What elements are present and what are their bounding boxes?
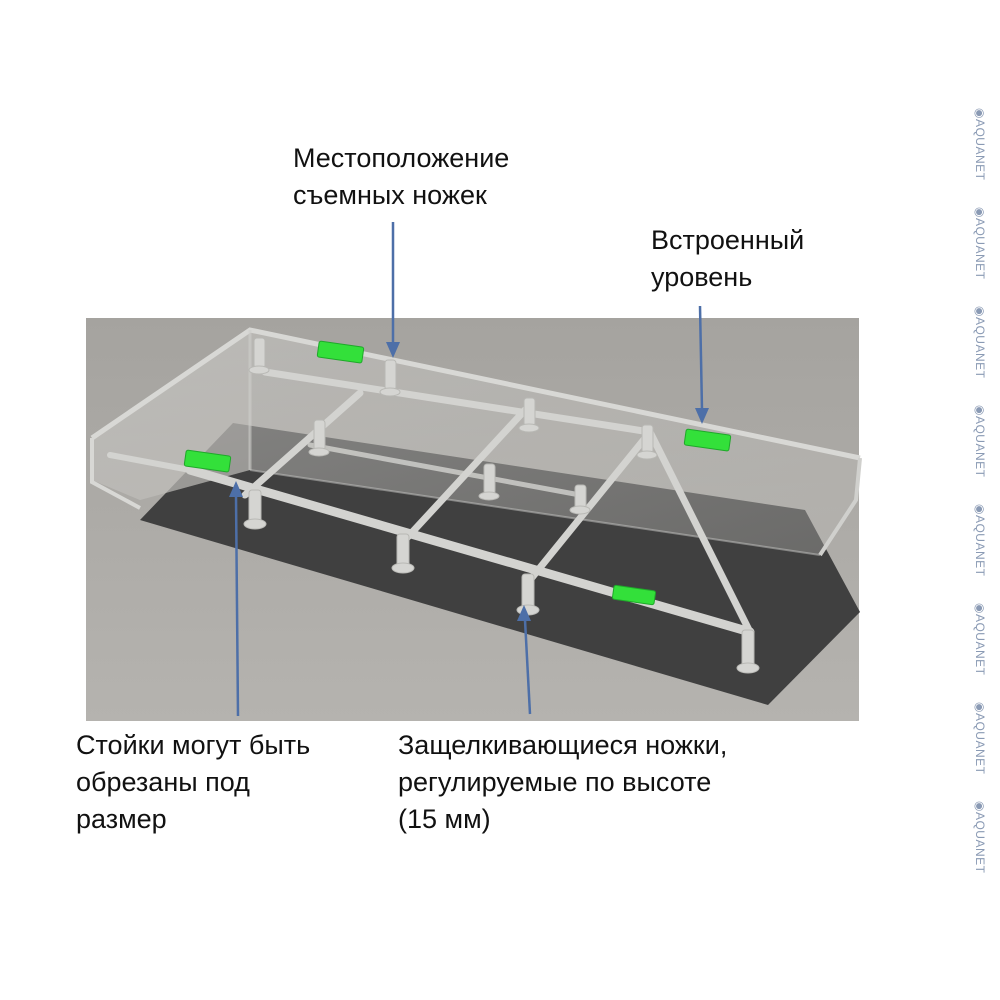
watermark-item: ◉AQUANET bbox=[973, 108, 998, 200]
arrow-snap-legs bbox=[517, 605, 532, 715]
watermark-text: ◉AQUANET bbox=[973, 207, 987, 280]
watermark-item: ◉AQUANET bbox=[973, 603, 998, 695]
level-markers bbox=[183, 340, 732, 606]
watermark-text: ◉AQUANET bbox=[973, 801, 987, 874]
caption-line: Встроенный bbox=[651, 225, 805, 255]
watermark-item: ◉AQUANET bbox=[973, 702, 998, 794]
frame-legs bbox=[243, 337, 760, 674]
arrow-posts bbox=[229, 481, 243, 717]
caption-line: Стойки могут быть bbox=[76, 730, 311, 760]
watermark-item: ◉AQUANET bbox=[973, 405, 998, 497]
caption-line: регулируемые по высоте bbox=[398, 767, 712, 797]
arrow-built-in-level bbox=[695, 305, 709, 424]
arrow-legs-location bbox=[386, 222, 400, 358]
level-marker-left bbox=[183, 449, 232, 473]
watermark-text: ◉AQUANET bbox=[973, 702, 987, 775]
caption-posts-cut-to-size: Стойки могут быть обрезаны под размер bbox=[76, 727, 310, 838]
watermark-text: ◉AQUANET bbox=[973, 603, 987, 676]
watermark-text: ◉AQUANET bbox=[973, 108, 987, 181]
watermark-text: ◉AQUANET bbox=[973, 504, 987, 577]
watermark-text: ◉AQUANET bbox=[973, 306, 987, 379]
caption-line: Защелкивающиеся ножки, bbox=[398, 730, 728, 760]
watermark-text: ◉AQUANET bbox=[973, 405, 987, 478]
level-marker-right bbox=[683, 428, 732, 452]
watermark-item: ◉AQUANET bbox=[973, 801, 998, 893]
level-marker-top bbox=[316, 340, 365, 364]
caption-removable-legs-location: Местоположение съемных ножек bbox=[293, 140, 509, 214]
caption-line: съемных ножек bbox=[293, 180, 487, 210]
caption-line: размер bbox=[76, 804, 167, 834]
watermark-item: ◉AQUANET bbox=[973, 504, 998, 596]
caption-line: (15 мм) bbox=[398, 804, 491, 834]
caption-line: обрезаны под bbox=[76, 767, 250, 797]
callout-arrows bbox=[229, 222, 709, 717]
support-frame bbox=[107, 368, 755, 637]
caption-line: уровень bbox=[651, 262, 753, 292]
caption-line: Местоположение bbox=[293, 143, 510, 173]
watermark-item: ◉AQUANET bbox=[973, 207, 998, 299]
level-marker-front bbox=[611, 584, 657, 606]
watermark-item: ◉AQUANET bbox=[973, 306, 998, 398]
aquanet-watermark: ◉AQUANET ◉AQUANET ◉AQUANET ◉AQUANET ◉AQUANET… bbox=[973, 108, 998, 888]
caption-built-in-level: Встроенный уровень bbox=[651, 222, 804, 296]
caption-snap-legs-adjustable: Защелкивающиеся ножки, регулируемые по в… bbox=[398, 727, 727, 838]
